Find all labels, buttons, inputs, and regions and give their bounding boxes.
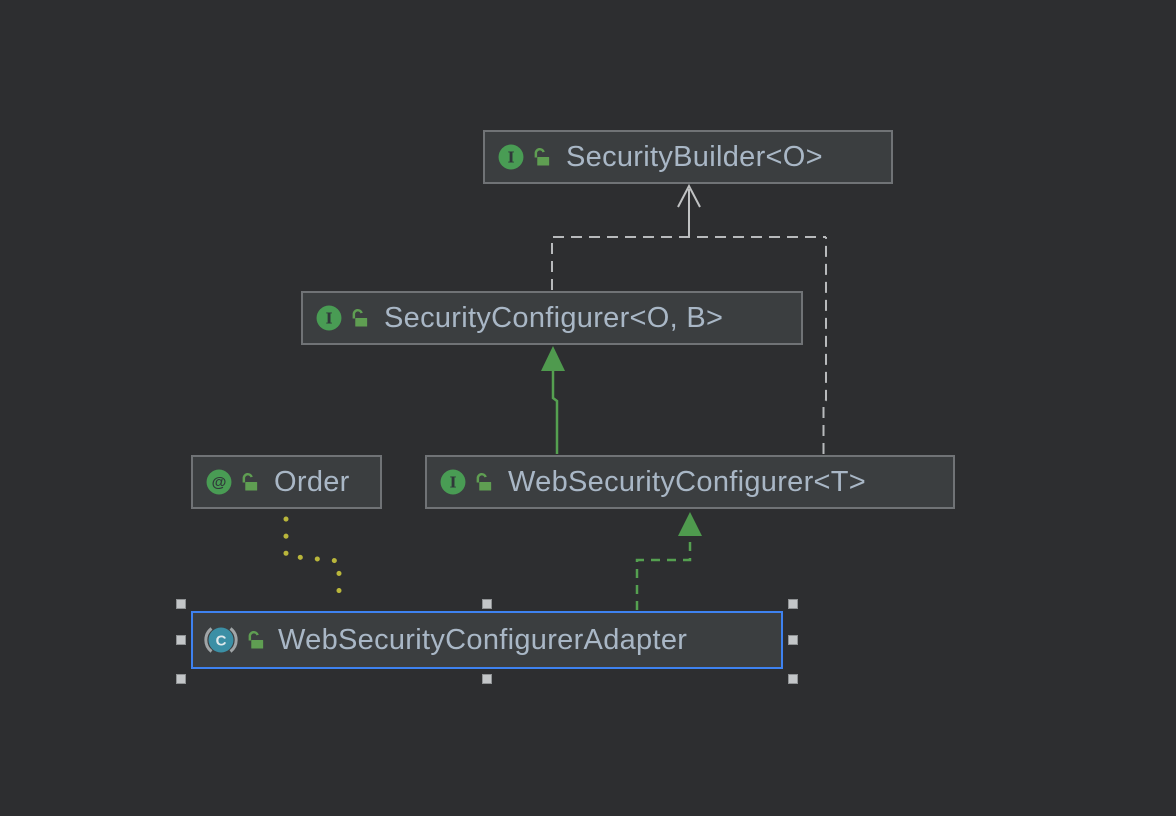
svg-text:I: I: [449, 473, 456, 491]
selection-handle-top-center[interactable]: [482, 599, 492, 609]
svg-text:I: I: [507, 148, 514, 166]
node-order[interactable]: @ Order: [191, 455, 382, 509]
node-label: Order: [274, 465, 350, 498]
unlocked-padlock-icon: [476, 473, 492, 491]
interface-icon: I: [316, 305, 342, 331]
node-web-security-configurer-adapter[interactable]: C WebSecurityConfigurerAdapter: [191, 611, 783, 669]
svg-text:C: C: [216, 633, 227, 650]
unlocked-padlock-icon: [534, 148, 550, 166]
node-label: SecurityConfigurer<O, B>: [384, 301, 724, 334]
unlocked-padlock-icon: [248, 631, 264, 649]
interface-icon: I: [498, 144, 524, 170]
selection-handle-top-right[interactable]: [788, 599, 798, 609]
node-label: WebSecurityConfigurer<T>: [508, 465, 867, 498]
selection-handle-mid-right[interactable]: [788, 635, 798, 645]
annotation-edge-adapter-to-order[interactable]: [283, 516, 342, 605]
selection-handle-top-left[interactable]: [176, 599, 186, 609]
node-label: WebSecurityConfigurerAdapter: [278, 623, 688, 656]
selection-handle-mid-left[interactable]: [176, 635, 186, 645]
unlocked-padlock-icon: [242, 473, 258, 491]
svg-text:I: I: [325, 309, 332, 327]
node-label: SecurityBuilder<O>: [566, 140, 823, 173]
node-security-builder[interactable]: I SecurityBuilder<O>: [483, 130, 893, 184]
selection-handle-bottom-left[interactable]: [176, 674, 186, 684]
unlocked-padlock-icon: [352, 309, 368, 327]
interface-icon: I: [440, 469, 466, 495]
dependency-open-arrowhead: [677, 183, 701, 208]
svg-text:@: @: [212, 474, 227, 491]
dependency-edge-websecurityconfigurer-to-securitybuilder[interactable]: [822, 237, 827, 454]
dependency-edge-securityconfigurer-to-securitybuilder[interactable]: [551, 236, 826, 290]
extends-edge-websecurityconfigurer-to-securityconfigurer[interactable]: [551, 371, 559, 454]
selection-handle-bottom-center[interactable]: [482, 674, 492, 684]
node-security-configurer[interactable]: I SecurityConfigurer<O, B>: [301, 291, 803, 345]
extends-triangle-arrowhead: [541, 346, 565, 371]
node-web-security-configurer[interactable]: I WebSecurityConfigurer<T>: [425, 455, 955, 509]
selection-handle-bottom-right[interactable]: [788, 674, 798, 684]
annotation-icon: @: [206, 469, 232, 495]
abstract-class-icon: C: [204, 627, 238, 653]
implements-triangle-arrowhead: [678, 512, 702, 536]
implements-edge-adapter-to-websecurityconfigurer[interactable]: [635, 536, 692, 610]
